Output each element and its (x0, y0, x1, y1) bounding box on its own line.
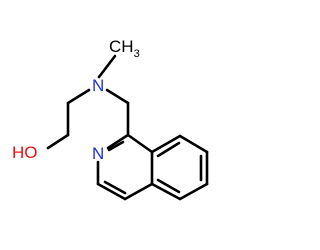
hydroxyl-label: HO (12, 143, 38, 162)
bond-c3-c4 (96, 182, 127, 201)
bond-c1-n2-inner (107, 140, 125, 152)
bond-ch2-o (46, 133, 70, 150)
molecule-diagram: CH3 N HO N (12, 37, 209, 201)
bond-c5-c4a (150, 182, 182, 201)
bond-c8a-c1 (126, 133, 154, 154)
bond-c1-n2-double (106, 133, 130, 150)
structure-canvas: CH3 N HO N (12, 37, 209, 201)
amine-nitrogen-label: N (92, 76, 104, 95)
bond-n-methyl (97, 54, 117, 79)
bond-c8-c7 (178, 134, 209, 154)
atom-labels: CH3 N HO N (12, 37, 140, 163)
ring-nitrogen-label: N (92, 144, 104, 163)
bond-c3-c4-inner (103, 180, 127, 195)
methyl-label: CH3 (109, 37, 140, 60)
bond-c4-c4a (123, 182, 154, 201)
bond-c6-c5 (178, 182, 209, 201)
bond-n-ch2-left (66, 88, 91, 105)
bond-n-ch2-right (105, 88, 130, 105)
bond-c5-c4a-inner (156, 178, 181, 194)
bonds (46, 54, 209, 201)
bond-c8a-c8-inner (156, 141, 181, 158)
bond-c8a-c8 (150, 134, 182, 154)
